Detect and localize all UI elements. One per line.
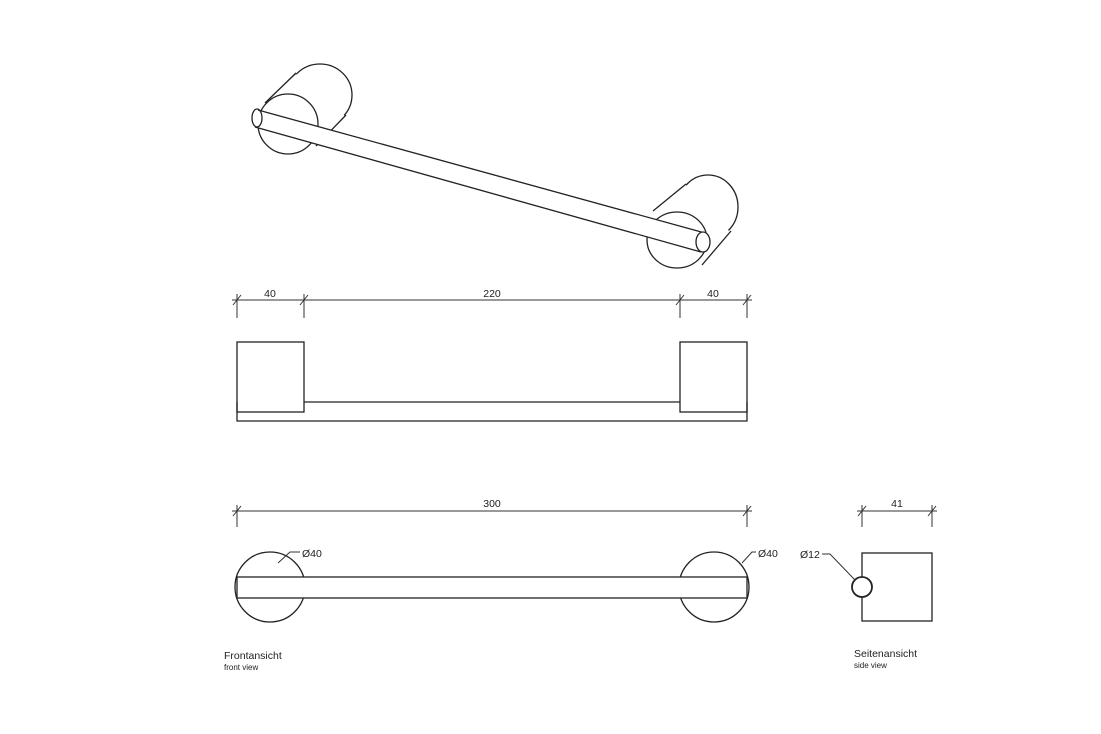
front-dimension-line bbox=[232, 505, 752, 527]
front-view-label: Frontansicht bbox=[224, 650, 282, 662]
bar-diameter-label: Ø12 bbox=[800, 549, 820, 561]
dim-left-40: 40 bbox=[264, 288, 276, 300]
side-view-label: Seitenansicht bbox=[854, 648, 917, 660]
front-bar bbox=[236, 576, 748, 599]
dim-right-40: 40 bbox=[707, 288, 719, 300]
front-view bbox=[234, 551, 756, 623]
left-diameter-label: Ø40 bbox=[302, 548, 322, 560]
front-view-sublabel: front view bbox=[224, 663, 258, 672]
top-view bbox=[236, 341, 748, 422]
side-view bbox=[822, 552, 933, 622]
right-diameter-label: Ø40 bbox=[758, 548, 778, 560]
dim-side-41: 41 bbox=[891, 498, 903, 510]
side-view-sublabel: side view bbox=[854, 661, 887, 670]
top-dimension-line bbox=[232, 294, 752, 318]
side-dimension-line bbox=[857, 505, 937, 527]
dim-overall-300: 300 bbox=[483, 498, 501, 510]
isometric-view bbox=[251, 63, 739, 275]
dim-center-220: 220 bbox=[483, 288, 501, 300]
iso-bar bbox=[251, 108, 711, 253]
